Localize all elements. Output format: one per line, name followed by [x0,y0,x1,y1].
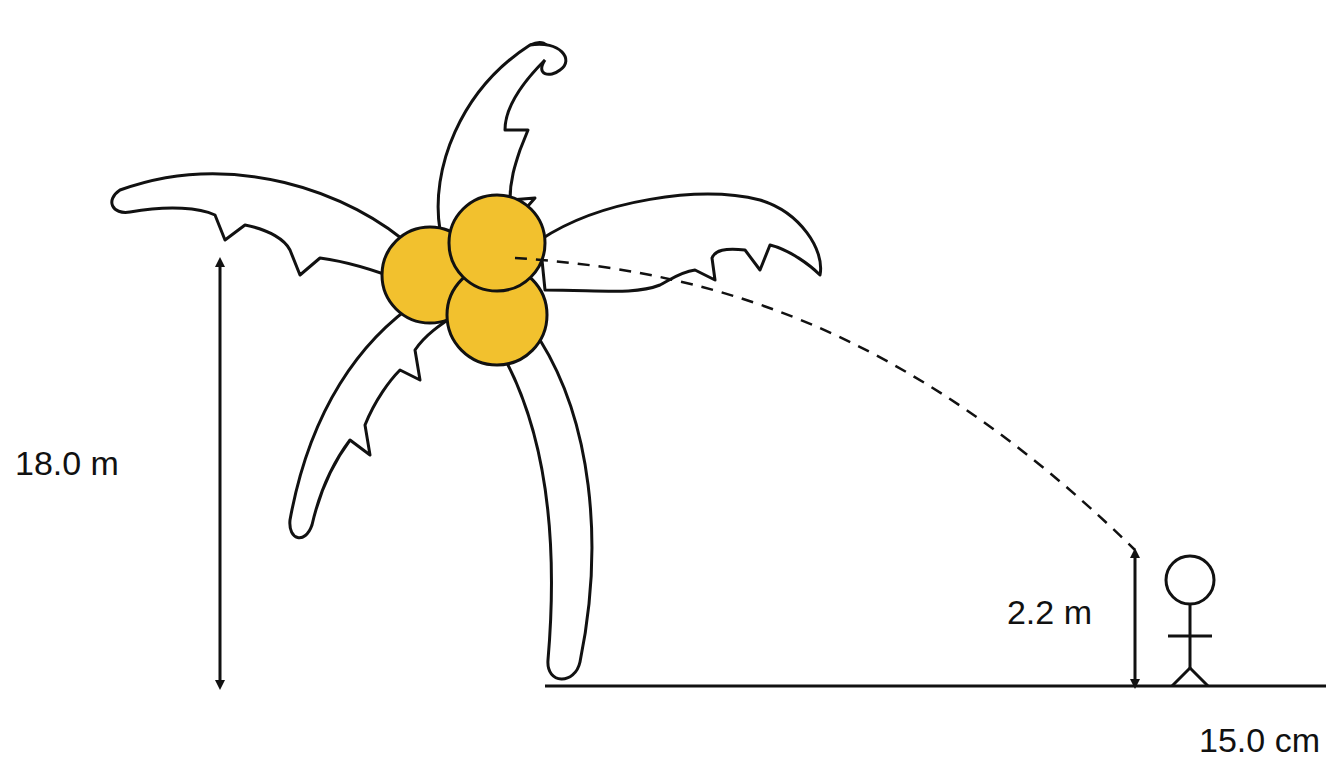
palm-trunk [500,340,592,679]
palm-frond [540,194,821,291]
trajectory-path [515,258,1135,550]
height-label: 18.0 m [15,446,119,480]
coconut [449,195,545,291]
height-label: 2.2 m [1007,595,1092,629]
palm-frond [530,44,566,74]
distance-label: 15.0 cm [1199,723,1320,757]
palm-frond [290,300,455,538]
stick-figure [1166,556,1214,686]
dimension-arrow [219,262,222,685]
dimension-arrow [1134,553,1137,684]
palm-frond [112,174,415,282]
